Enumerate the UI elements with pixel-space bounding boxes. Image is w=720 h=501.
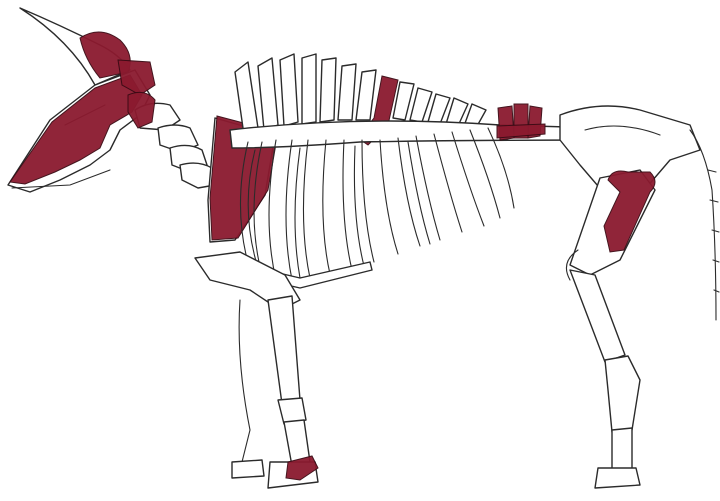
rib-cage (240, 128, 514, 280)
atlas-axis-highlight (128, 92, 155, 128)
tail (690, 130, 719, 320)
lumbar-highlight (497, 104, 545, 140)
